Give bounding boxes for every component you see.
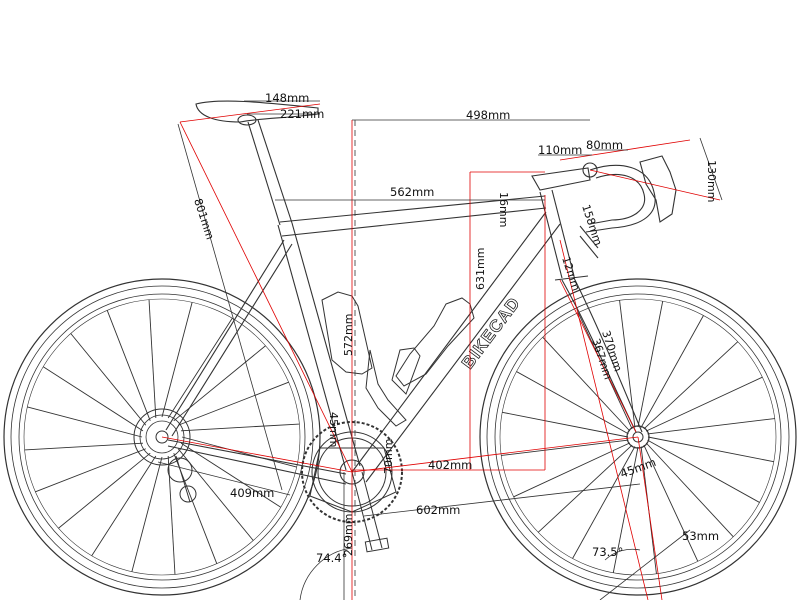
label-seat-tube: 572mm [342, 314, 355, 356]
spoke [513, 442, 631, 498]
spoke [643, 444, 699, 562]
spoke [645, 442, 734, 538]
spoke [502, 411, 629, 438]
label-saddle-length: 148mm [265, 91, 309, 105]
label-saddle-setback: 221mm [280, 107, 324, 121]
label-saddle-to-bar: 498mm [466, 108, 510, 122]
spoke [542, 336, 631, 432]
rear-cassette [133, 408, 191, 466]
svg-text:BIKECAD: BIKECAD [458, 294, 524, 373]
spoke [35, 448, 146, 493]
spoke [24, 442, 144, 451]
label-head-angle: 73.5° [592, 545, 623, 559]
stem-and-handlebar [531, 155, 677, 259]
dimension-lines [157, 100, 723, 600]
spoke [131, 456, 163, 572]
rear-spokes [24, 299, 300, 575]
spoke [106, 310, 151, 421]
label-reach: 402mm [428, 458, 472, 472]
label-saddle-height: 801mm [191, 197, 216, 241]
spoke [180, 423, 300, 432]
spoke [647, 439, 760, 503]
spoke [58, 452, 151, 529]
label-stack: 631mm [474, 248, 487, 290]
rear-wheel [3, 278, 321, 596]
spoke [181, 436, 297, 468]
label-bar-reach: 80mm [586, 138, 623, 152]
front-wheel [479, 278, 797, 596]
label-seat-angle: 74.4° [316, 551, 347, 565]
brake-hood [639, 155, 677, 223]
label-bb-drop: 70mm [382, 439, 395, 474]
saddle-and-seatpost [195, 100, 319, 226]
label-bb-height: 269mm [342, 514, 355, 556]
spoke [167, 455, 176, 575]
label-head-tube: 158mm [579, 203, 604, 247]
front-hub [626, 425, 650, 449]
label-chainstay: 409mm [230, 486, 274, 500]
spoke [148, 299, 157, 419]
label-top-tube: 562mm [390, 185, 434, 199]
label-trail: 53mm [682, 529, 719, 543]
spoke [180, 442, 282, 508]
spoke [27, 406, 143, 438]
spoke [640, 315, 704, 428]
dimension-labels: 148mm 221mm 498mm 110mm 80mm 562mm 402mm… [191, 91, 719, 565]
label-front-offset: 45mm [618, 455, 658, 481]
seat-tube-bottle [321, 291, 373, 375]
spoke [619, 300, 636, 428]
water-bottles [321, 291, 475, 427]
spoke [537, 444, 633, 533]
spoke [643, 341, 739, 430]
spoke [161, 302, 193, 418]
spoke [42, 366, 144, 432]
rear-derailleur [167, 455, 197, 503]
spoke [645, 376, 763, 432]
label-headset-stack: 16mm [497, 192, 510, 227]
label-fork-offset: 12mm [559, 255, 582, 293]
spoke [167, 317, 233, 419]
spoke [647, 418, 775, 435]
down-tube-bottle [395, 297, 475, 387]
spoke [91, 455, 157, 557]
label-front-center: 602mm [416, 503, 460, 517]
down-tube-brand: BIKECAD [458, 293, 525, 373]
frame [165, 189, 643, 485]
label-seat-tube-extra: 45mm [327, 412, 340, 447]
label-bar-drop: 130mm [705, 160, 718, 202]
spoke [501, 439, 629, 456]
saddle [195, 100, 319, 123]
label-stem-length: 110mm [538, 143, 582, 157]
spoke [572, 446, 636, 559]
spoke [647, 436, 774, 463]
spoke [516, 371, 629, 435]
spoke [178, 381, 289, 426]
spoke [70, 333, 147, 426]
spoke [637, 301, 664, 428]
